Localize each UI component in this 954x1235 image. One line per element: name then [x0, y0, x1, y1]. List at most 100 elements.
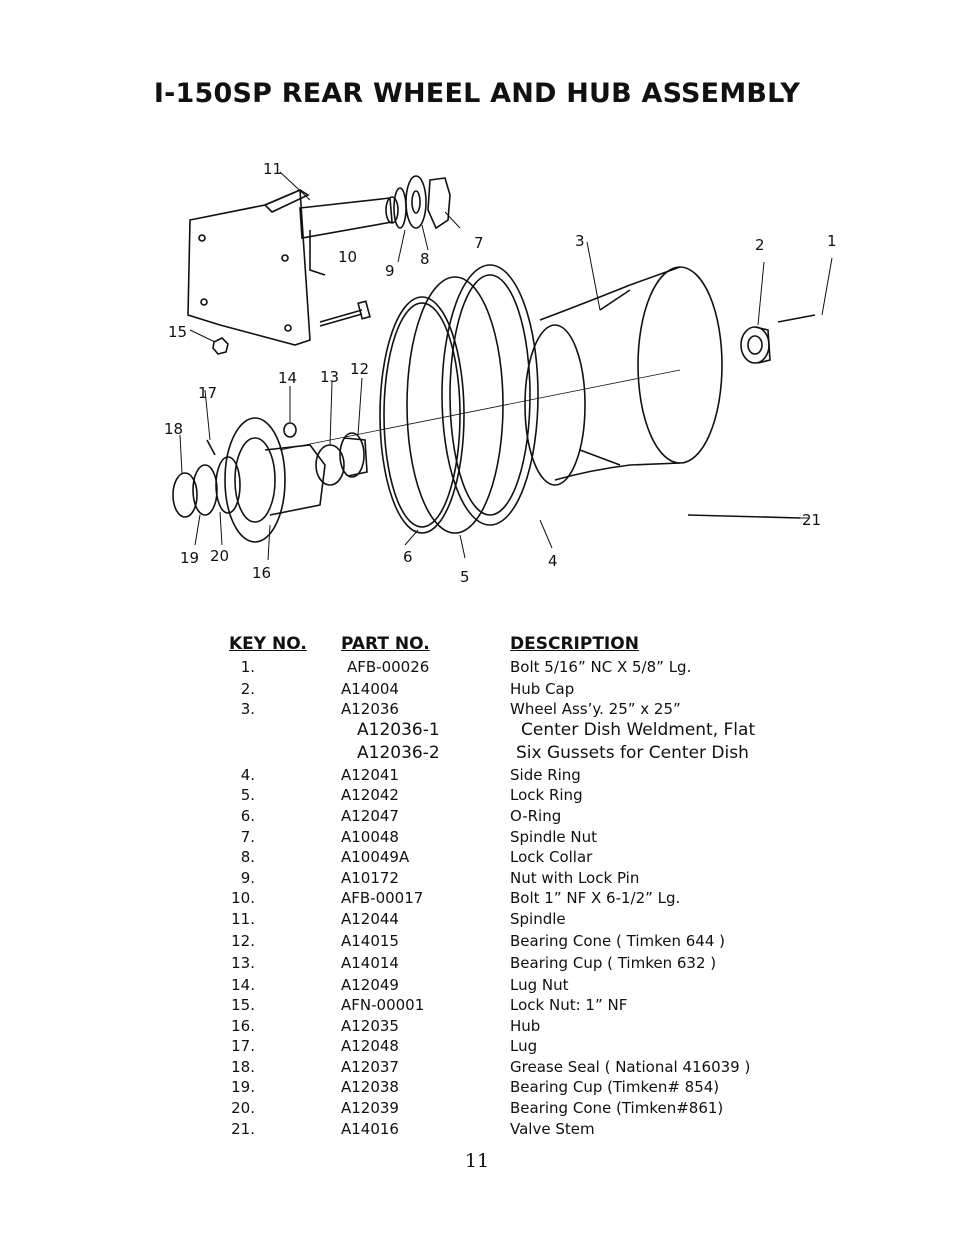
part-no: A14014: [341, 954, 399, 972]
callout-5: 5: [460, 568, 470, 586]
part-no: AFB-00026: [347, 658, 429, 676]
part-no: A12036: [341, 700, 399, 718]
part-no: A12036-2: [357, 743, 440, 763]
cap-bolt-shape: [778, 315, 815, 322]
lock-nut-shape: [213, 338, 228, 354]
part-no: A12035: [341, 1017, 399, 1035]
exploded-diagram: 11 10 9 8 7 3 2 1 15 17 14 13 12 18 19 2…: [160, 150, 840, 590]
callout-18: 18: [164, 420, 183, 438]
description: Bolt 1” NF X 6-1/2” Lg.: [510, 889, 680, 907]
part-no: A12041: [341, 766, 399, 784]
key-no: 15.: [229, 996, 255, 1014]
key-no: 9.: [229, 869, 255, 887]
key-no: 21.: [229, 1120, 255, 1138]
description: Hub: [510, 1017, 540, 1035]
callout-8: 8: [420, 250, 430, 268]
key-no: 8.: [229, 848, 255, 866]
hub-cap-shape: [741, 327, 769, 363]
part-no: A10172: [341, 869, 399, 887]
key-no: 14.: [229, 976, 255, 994]
callout-9: 9: [385, 262, 395, 280]
callout-6: 6: [403, 548, 413, 566]
key-no: 1.: [229, 658, 255, 676]
description: Valve Stem: [510, 1120, 595, 1138]
callout-17: 17: [198, 384, 217, 402]
header-part-no: PART NO.: [341, 634, 430, 654]
page-title: I-150SP REAR WHEEL AND HUB ASSEMBLY: [0, 78, 954, 109]
part-no: AFB-00017: [341, 889, 423, 907]
callout-13: 13: [320, 368, 339, 386]
description: Lock Ring: [510, 786, 583, 804]
part-no: A12036-1: [357, 720, 440, 740]
callout-21: 21: [802, 511, 821, 529]
key-no: 12.: [229, 932, 255, 950]
key-no: 10.: [229, 889, 255, 907]
description: Six Gussets for Center Dish: [516, 743, 749, 763]
part-no: A10048: [341, 828, 399, 846]
part-no: A14004: [341, 680, 399, 698]
key-no: 11.: [229, 910, 255, 928]
part-no: A12037: [341, 1058, 399, 1076]
callout-11: 11: [263, 160, 282, 178]
callout-19: 19: [180, 549, 199, 567]
header-key-no: KEY NO.: [229, 634, 307, 654]
callout-12: 12: [350, 360, 369, 378]
key-no: 20.: [229, 1099, 255, 1117]
header-description: DESCRIPTION: [510, 634, 639, 654]
part-no: A12039: [341, 1099, 399, 1117]
valve-stem-shape: [688, 515, 800, 518]
description: Lug: [510, 1037, 537, 1055]
callout-4: 4: [548, 552, 558, 570]
callout-2: 2: [755, 236, 765, 254]
callout-16: 16: [252, 564, 271, 582]
description: Grease Seal ( National 416039 ): [510, 1058, 750, 1076]
key-no: 4.: [229, 766, 255, 784]
description: Spindle: [510, 910, 566, 928]
description: Bearing Cone (Timken#861): [510, 1099, 723, 1117]
part-no: A12038: [341, 1078, 399, 1096]
part-no: AFN-00001: [341, 996, 424, 1014]
description: Bolt 5/16” NC X 5/8” Lg.: [510, 658, 691, 676]
callout-7: 7: [474, 234, 484, 252]
description: Side Ring: [510, 766, 581, 784]
wheel-rim-front: [525, 325, 585, 485]
key-no: 19.: [229, 1078, 255, 1096]
lock-ring-shape: [407, 277, 503, 533]
wheel-rim-back: [638, 267, 722, 463]
description: Bearing Cone ( Timken 644 ): [510, 932, 725, 950]
spindle-nut-shape: [428, 178, 450, 228]
key-no: 13.: [229, 954, 255, 972]
callout-15: 15: [168, 323, 187, 341]
key-no: 18.: [229, 1058, 255, 1076]
callout-10: 10: [338, 248, 357, 266]
key-no: 6.: [229, 807, 255, 825]
description: Hub Cap: [510, 680, 574, 698]
description: Lock Collar: [510, 848, 592, 866]
description: Lock Nut: 1” NF: [510, 996, 627, 1014]
key-no: 3.: [229, 700, 255, 718]
description: Bearing Cup (Timken# 854): [510, 1078, 719, 1096]
description: Center Dish Weldment, Flat: [521, 720, 755, 740]
nut-lock-pin-shape: [394, 188, 406, 228]
page-number: 11: [0, 1150, 954, 1172]
description: Spindle Nut: [510, 828, 597, 846]
hub-flange-shape: [225, 418, 285, 542]
part-no: A14015: [341, 932, 399, 950]
spindle-plate-shape: [188, 190, 310, 345]
part-no: A12049: [341, 976, 399, 994]
description: O-Ring: [510, 807, 561, 825]
key-no: 16.: [229, 1017, 255, 1035]
description: Wheel Ass’y. 25” x 25”: [510, 700, 681, 718]
lug-shape: [207, 440, 215, 455]
key-no: 7.: [229, 828, 255, 846]
part-no: A14016: [341, 1120, 399, 1138]
bolt-shape: [320, 310, 362, 326]
callout-3: 3: [575, 232, 585, 250]
key-no: 17.: [229, 1037, 255, 1055]
key-no: 5.: [229, 786, 255, 804]
part-no: A12048: [341, 1037, 399, 1055]
description: Lug Nut: [510, 976, 569, 994]
callout-20: 20: [210, 547, 229, 565]
part-no: A12042: [341, 786, 399, 804]
lug-nut-shape: [284, 423, 296, 437]
